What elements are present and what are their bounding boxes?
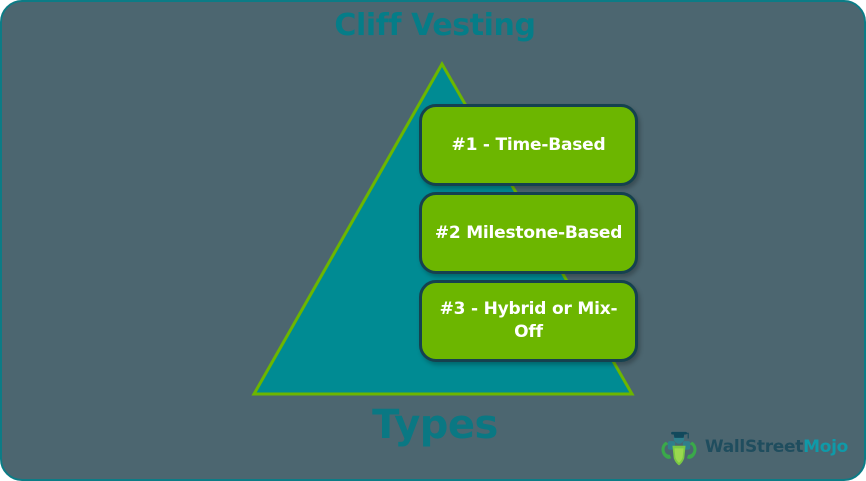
brand-logo-text: WallStreetMojo: [705, 437, 848, 457]
bottom-label: Types: [372, 402, 498, 448]
wallstreetmojo-mascot-icon: [661, 431, 697, 466]
type-box-2[interactable]: #2 Milestone-Based: [419, 192, 638, 274]
type-box-1[interactable]: #1 - Time-Based: [419, 104, 638, 186]
type-box-3[interactable]: #3 - Hybrid or Mix-Off: [419, 280, 638, 362]
brand-logo[interactable]: WallStreetMojo: [658, 427, 848, 467]
types-box-stack: #1 - Time-Based #2 Milestone-Based #3 - …: [419, 104, 639, 362]
page-title: Cliff Vesting: [334, 8, 536, 43]
brand-name-secondary: Mojo: [803, 437, 848, 457]
brand-name-primary: WallStreet: [704, 437, 804, 457]
